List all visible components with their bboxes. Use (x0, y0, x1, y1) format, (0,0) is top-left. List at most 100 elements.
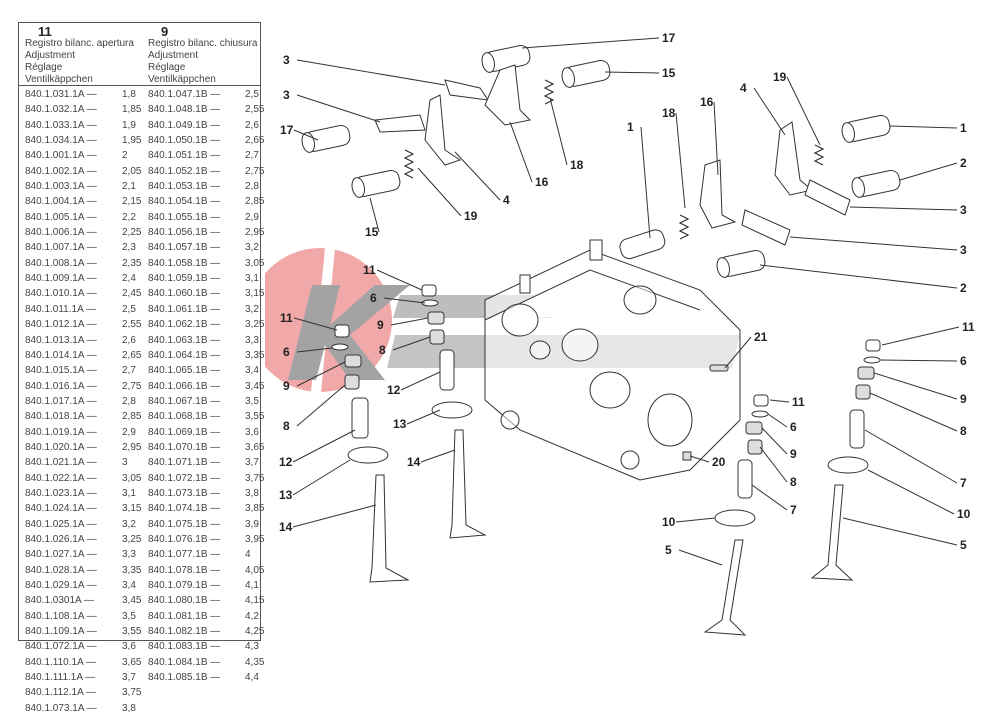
table-row: 840.1.072.1B —3,75 (148, 471, 264, 486)
thickness-value: 2,65 (245, 135, 265, 147)
table-row: 840.1.073.1A —3,8 (25, 701, 141, 716)
thickness-value: 1,95 (122, 135, 142, 147)
leader-line (675, 517, 716, 523)
thickness-value: 2,6 (245, 119, 259, 131)
part-code: 840.1.017.1A — (25, 395, 97, 407)
callout-number: 20 (712, 455, 726, 469)
leader-line (376, 269, 423, 291)
part-code: 840.1.018.1A — (25, 411, 97, 423)
table-row: 840.1.058.1B —3,05 (148, 256, 264, 271)
table-row: 840.1.018.1A —2,85 (25, 409, 141, 424)
thickness-value: 3,45 (122, 595, 142, 607)
header-italian: Registro bilanc. apertura (25, 38, 134, 49)
thickness-value: 3,5 (122, 610, 136, 622)
thickness-value: 2,5 (245, 89, 259, 100)
leader-line (296, 361, 346, 387)
part-code: 840.1.002.1A — (25, 165, 97, 177)
thickness-value: 2,05 (122, 165, 142, 177)
table-row: 840.1.026.1A —3,25 (25, 532, 141, 547)
thickness-value: 2,8 (122, 395, 136, 407)
part-code: 840.1.001.1A — (25, 150, 97, 162)
table-row: 840.1.005.1A —2,2 (25, 210, 141, 225)
part-code: 840.1.028.1A — (25, 564, 97, 576)
thickness-value: 1,8 (122, 89, 136, 100)
thickness-value: 4,1 (245, 580, 259, 591)
leader-line (873, 372, 958, 400)
table-row: 840.1.002.1A — 2,05 (25, 164, 141, 179)
left-ref-number: 11 (38, 24, 52, 39)
thickness-value: 4,3 (245, 641, 259, 653)
table-row: 840.1.020.1A —2,95 (25, 440, 141, 455)
thickness-value: 2,75 (245, 165, 265, 177)
thickness-value: 4 (245, 549, 251, 561)
table-row: 840.1.019.1A —2,9 (25, 425, 141, 440)
part-code: 840.1.085.1B — (148, 672, 221, 684)
cylinder-head (484, 239, 741, 481)
part-code: 840.1.108.1A — (25, 610, 97, 622)
table-row: 840.1.076.1B —3,95 (148, 532, 264, 547)
thickness-value: 3,55 (245, 411, 265, 423)
leader-line (767, 413, 788, 428)
table-row: 840.1.004.1A —2,15 (25, 194, 141, 209)
leader-line (713, 101, 719, 176)
part-code: 840.1.066.1B — (148, 380, 221, 392)
part-code: 840.1.056.1B — (148, 227, 221, 239)
header-french: Réglage (25, 62, 63, 73)
thickness-value: 2,25 (122, 227, 142, 239)
part-code: 840.1.011.1A — (25, 303, 96, 315)
leader-line (864, 429, 958, 484)
thickness-value: 2,2 (122, 211, 136, 223)
leader-line (759, 264, 958, 289)
part-code: 840.1.0301A — (25, 595, 94, 607)
leader-line (292, 459, 351, 496)
leader-line (400, 371, 441, 391)
callout-number: 14 (279, 520, 293, 534)
table-row: 840.1.109.1A —3,55 (25, 624, 141, 639)
thickness-value: 2,1 (122, 181, 136, 193)
springs (403, 79, 825, 240)
table-row: 840.1.057.1B —3,2 (148, 240, 264, 255)
part-code: 840.1.034.1A — (25, 135, 97, 147)
callout-number: 7 (960, 476, 967, 490)
part-code: 840.1.007.1A — (25, 242, 97, 254)
callout-number: 6 (283, 345, 290, 359)
table-row: 840.1.059.1B —3,1 (148, 271, 264, 286)
leader-line (549, 97, 568, 166)
thickness-value: 3,9 (245, 518, 259, 530)
thickness-value: 3,15 (245, 288, 265, 300)
table-row: 840.1.068.1B —3,55 (148, 409, 264, 424)
leader-line (417, 167, 462, 217)
thickness-value: 2,85 (245, 196, 265, 208)
thickness-value: 2,6 (122, 334, 136, 346)
table-row: 840.1.008.1A —2,35 (25, 256, 141, 271)
callout-number: 11 (280, 311, 293, 325)
table-row: 840.1.031.1A —1,8 (25, 87, 141, 102)
callout-number: 7 (790, 503, 797, 517)
table-row: 840.1.082.1B —4,25 (148, 624, 264, 639)
table-row: 840.1.006.1A —2,25 (25, 225, 141, 240)
leader-line (293, 317, 338, 331)
callout-number: 5 (665, 543, 672, 557)
thickness-value: 3,1 (122, 487, 136, 499)
table-row: 840.1.065.1B —3,4 (148, 363, 264, 378)
thickness-value: 3,7 (122, 672, 136, 684)
thickness-value: 4,25 (245, 626, 265, 638)
thickness-value: 2,8 (245, 181, 259, 193)
table-row: 840.1.017.1A — 2,8 (25, 394, 141, 409)
callout-number: 19 (773, 70, 787, 84)
table-row: 840.1.066.1B —3,45 (148, 379, 264, 394)
table-row: 840.1.003.1A —2,1 (25, 179, 141, 194)
part-code: 840.1.012.1A — (25, 319, 97, 331)
thickness-value: 3,65 (245, 441, 265, 453)
part-code: 840.1.109.1A — (25, 626, 97, 638)
thickness-value: 1,9 (122, 119, 136, 131)
part-code: 840.1.024.1A — (25, 503, 97, 515)
thickness-value: 3,95 (245, 533, 265, 545)
leader-line (675, 112, 686, 209)
part-code: 840.1.060.1B — (148, 288, 221, 300)
thickness-value: 3,2 (245, 303, 259, 315)
table-row: 840.1.029.1A —3,4 (25, 578, 141, 593)
leader-line (509, 121, 533, 183)
thickness-value: 2,95 (122, 441, 142, 453)
thickness-value: 3,05 (245, 257, 265, 269)
